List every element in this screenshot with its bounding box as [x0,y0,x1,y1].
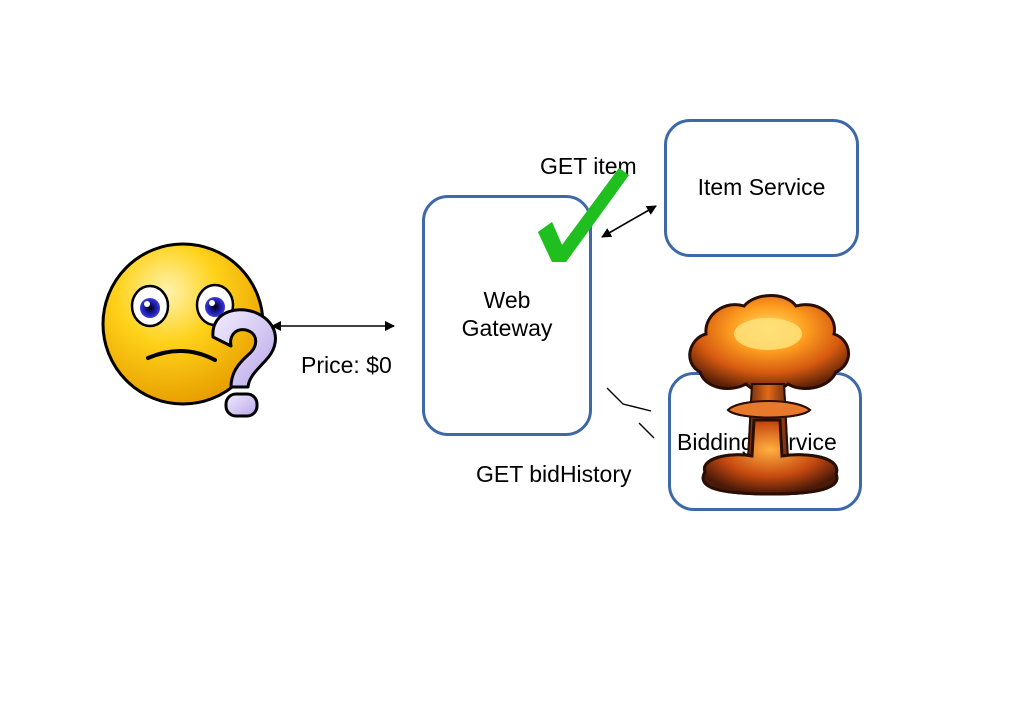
web-gateway-label: Web Gateway [422,286,592,342]
bidding-service-label: Bidding Service [677,429,837,455]
item-service-box [664,119,859,257]
get-item-label: GET item [540,153,637,179]
web-gateway-label-line2: Gateway [461,315,553,341]
mushroom-cloud-explosion-icon [688,294,850,496]
price-label: Price: $0 [301,352,392,378]
green-check-icon [538,168,629,262]
gateway-bidding-broken-link-fragment [638,422,655,439]
get-bid-history-label: GET bidHistory [476,461,632,487]
gateway-bidding-broken-link [606,387,652,412]
gateway-item-arrow [601,205,657,238]
item-service-label: Item Service [697,174,826,200]
question-mark-icon [211,308,277,418]
web-gateway-label-line1: Web [483,287,531,313]
